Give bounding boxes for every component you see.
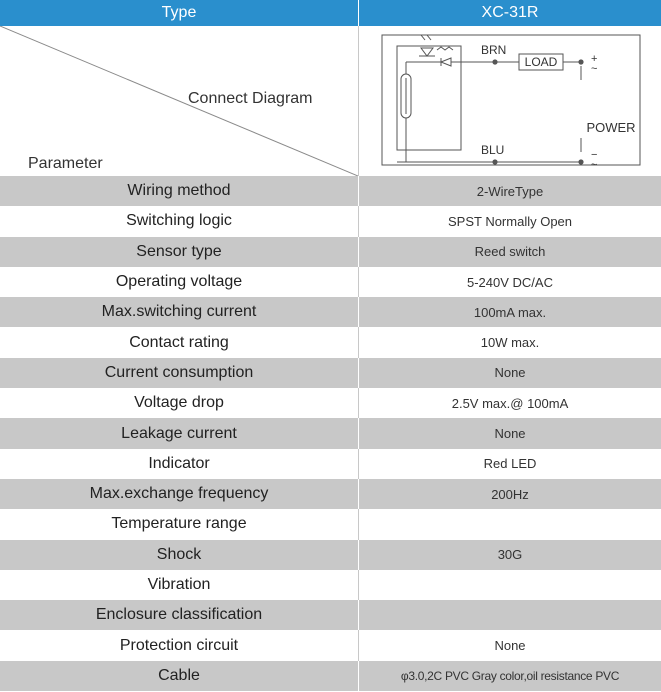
param-name: Current consumption	[104, 363, 254, 381]
tilde-bottom-label: ~	[591, 159, 597, 166]
table-header: Type XC-31R	[0, 0, 661, 26]
param-name: Shock	[156, 545, 202, 563]
table-row: Vibration	[0, 569, 661, 601]
diagram-block: Connect Diagram Parameter	[0, 26, 661, 176]
table-row: Wiring method 2-WireType	[0, 176, 661, 207]
minus-label: −	[591, 149, 597, 161]
param-value: 5-240V DC/AC	[358, 266, 661, 298]
led-icon	[420, 47, 434, 57]
param-value: 200Hz	[358, 478, 661, 510]
param-value: 2-WireType	[358, 176, 661, 207]
table-row: Voltage drop 2.5V max.@ 100mA	[0, 388, 661, 419]
param-name: Max.exchange frequency	[89, 485, 269, 503]
sensor-box	[396, 45, 462, 151]
table-row: Max.switching current 100mA max.	[0, 297, 661, 328]
table-row: Protection circuit None	[0, 630, 661, 661]
brn-label: BRN	[481, 43, 506, 57]
table-row: Cable φ3.0,2C PVC Gray color,oil resistan…	[0, 660, 661, 692]
param-name: Wiring method	[127, 182, 231, 200]
param-name: Protection circuit	[119, 636, 239, 654]
param-name: Vibration	[147, 576, 211, 593]
param-name: Max.switching current	[101, 303, 257, 321]
diagram-frame	[381, 34, 641, 166]
param-name: Sensor type	[136, 242, 222, 260]
param-value: Red LED	[358, 448, 661, 479]
model-header: XC-31R	[358, 0, 661, 26]
load-label: LOAD	[525, 55, 558, 69]
table-row: Enclosure classification	[0, 600, 661, 631]
param-name: Cable	[158, 666, 200, 684]
diagonal-divider	[0, 26, 358, 176]
param-value: None	[358, 418, 661, 449]
parameter-label: Parameter	[28, 155, 103, 172]
param-value: None	[358, 630, 661, 661]
param-name: Enclosure classification	[95, 606, 263, 624]
param-value	[358, 600, 661, 631]
diagram-corner-cell: Connect Diagram Parameter	[0, 26, 358, 176]
param-value	[358, 569, 661, 601]
param-name: Operating voltage	[115, 273, 243, 291]
param-name: Switching logic	[126, 212, 232, 230]
param-value: φ3.0,2C PVC Gray color,oil resistance PV…	[358, 660, 661, 692]
table-row: Switching logic SPST Normally Open	[0, 206, 661, 237]
table-row: Shock 30G	[0, 539, 661, 570]
table-row: Temperature range	[0, 509, 661, 540]
connect-diagram-cell: BRN LOAD + ~ POWER BLU − ~	[358, 26, 661, 176]
table-row: Sensor type Reed switch	[0, 236, 661, 267]
plus-label: +	[591, 53, 597, 65]
table-row: Max.exchange frequency 200Hz	[0, 478, 661, 510]
table-row: Operating voltage 5-240V DC/AC	[0, 266, 661, 298]
param-value	[358, 509, 661, 540]
tilde-top-label: ~	[591, 63, 597, 75]
wiring-diagram: BRN LOAD + ~ POWER BLU − ~	[381, 34, 641, 166]
table-row: Current consumption None	[0, 357, 661, 389]
param-value: 30G	[358, 539, 661, 570]
param-name: Leakage current	[121, 424, 237, 442]
param-value: 100mA max.	[358, 297, 661, 328]
type-header: Type	[161, 4, 197, 21]
power-label: POWER	[586, 120, 635, 135]
param-value: Reed switch	[358, 236, 661, 267]
param-value: 10W max.	[358, 327, 661, 358]
param-name: Indicator	[148, 454, 210, 472]
table-row: Leakage current None	[0, 418, 661, 449]
param-value: 2.5V max.@ 100mA	[358, 388, 661, 419]
blu-label: BLU	[481, 143, 504, 157]
connect-diagram-label: Connect Diagram	[188, 90, 313, 107]
resistor-icon	[436, 46, 454, 51]
table-row: Indicator Red LED	[0, 448, 661, 479]
param-name: Contact rating	[129, 333, 229, 351]
param-value: None	[358, 357, 661, 389]
param-name: Temperature range	[111, 515, 247, 533]
table-row: Contact rating 10W max.	[0, 327, 661, 358]
param-value: SPST Normally Open	[358, 206, 661, 237]
param-name: Voltage drop	[134, 394, 224, 412]
